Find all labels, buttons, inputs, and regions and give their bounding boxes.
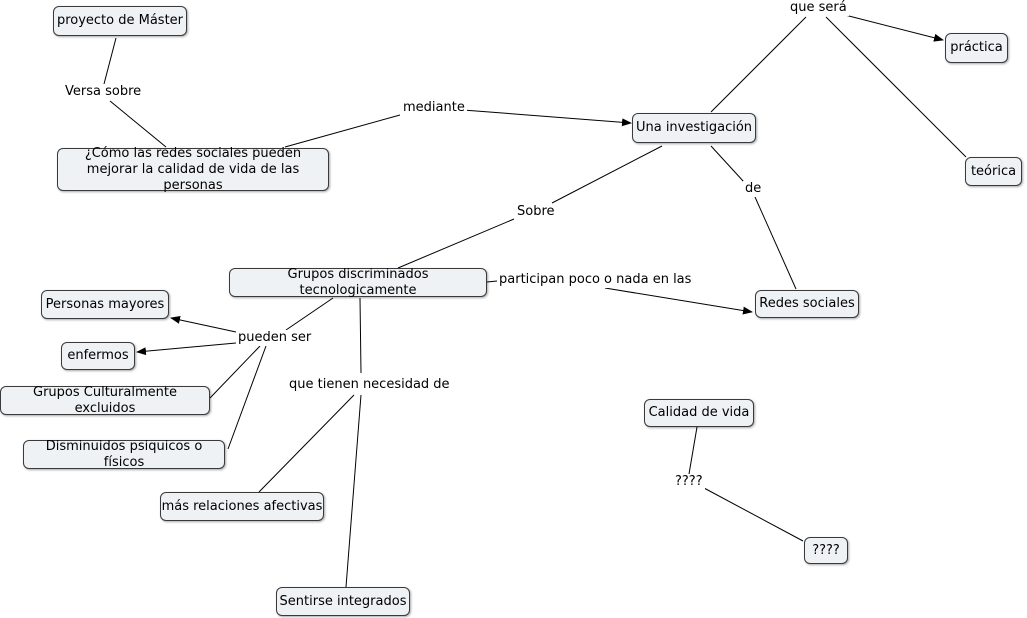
node-incognita[interactable]: ???? bbox=[804, 537, 848, 564]
connector-participan-redes bbox=[604, 287, 753, 315]
link-label-mediante: mediante bbox=[401, 100, 467, 116]
node-teorica[interactable]: teórica bbox=[965, 157, 1022, 186]
link-label-de: de bbox=[743, 181, 764, 197]
connector-necesidad-relaciones bbox=[258, 394, 355, 493]
connector-puedenser-culturales bbox=[209, 345, 261, 399]
connector-investigacion-sobre bbox=[551, 145, 663, 204]
node-una-investigacion[interactable]: Una investigación bbox=[632, 113, 756, 143]
node-proyecto-de-master[interactable]: proyecto de Máster bbox=[53, 6, 187, 36]
connector-calidad-incognita bbox=[688, 426, 698, 475]
node-pregunta-redes-sociales[interactable]: ¿Cómo las redes sociales pueden mejorar … bbox=[57, 146, 329, 193]
link-label-participan: participan poco o nada en las bbox=[497, 272, 694, 288]
link-label-necesidad: que tienen necesidad de bbox=[287, 377, 452, 393]
connector-puedenser-disminuidos bbox=[227, 345, 267, 450]
node-redes-sociales[interactable]: Redes sociales bbox=[755, 290, 859, 318]
node-personas-mayores[interactable]: Personas mayores bbox=[41, 290, 169, 319]
node-calidad-de-vida[interactable]: Calidad de vida bbox=[644, 399, 754, 427]
node-enfermos[interactable]: enfermos bbox=[61, 342, 135, 370]
connector-sobre-grupos bbox=[397, 218, 515, 269]
connector-proyecto-versa bbox=[103, 37, 117, 85]
connector-necesidad-integrados bbox=[345, 394, 362, 588]
connector-incognita-nodo bbox=[703, 487, 804, 542]
link-label-versa-sobre: Versa sobre bbox=[63, 84, 144, 100]
link-label-pueden-ser: pueden ser bbox=[236, 330, 314, 346]
link-label-sobre: Sobre bbox=[515, 204, 557, 220]
node-grupos-culturalmente-excluidos[interactable]: Grupos Culturalmente excluidos bbox=[0, 385, 210, 416]
link-label-incognita: ???? bbox=[673, 474, 705, 490]
connector-investigacion-de bbox=[710, 145, 745, 183]
connector-grupos-participan bbox=[486, 280, 498, 283]
node-disminuidos-psiquicos[interactable]: Disminuidos psiquicos o físicos bbox=[23, 439, 225, 470]
connector-quesera-practica bbox=[844, 14, 944, 42]
connector-puedenser-enfermos bbox=[136, 342, 237, 356]
node-sentirse-integrados[interactable]: Sentirse integrados bbox=[276, 587, 410, 616]
connector-de-redes bbox=[754, 196, 797, 290]
connector-pregunta-mediante bbox=[284, 114, 401, 148]
node-practica[interactable]: práctica bbox=[945, 33, 1008, 63]
connector-investigacion-quesera bbox=[710, 16, 807, 113]
connector-grupos-necesidad bbox=[359, 297, 362, 374]
node-mas-relaciones-afectivas[interactable]: más relaciones afectivas bbox=[160, 492, 324, 521]
connector-quesera-teorica bbox=[825, 16, 967, 158]
link-label-que-sera: que será bbox=[788, 0, 849, 16]
connector-puedenser-mayores bbox=[170, 315, 237, 333]
node-grupos-discriminados[interactable]: Grupos discriminados tecnologicamente bbox=[229, 267, 487, 298]
connector-grupos-puedenser bbox=[285, 297, 334, 331]
connector-versa-pregunta bbox=[109, 100, 167, 148]
connector-mediante-investigacion bbox=[462, 109, 632, 127]
